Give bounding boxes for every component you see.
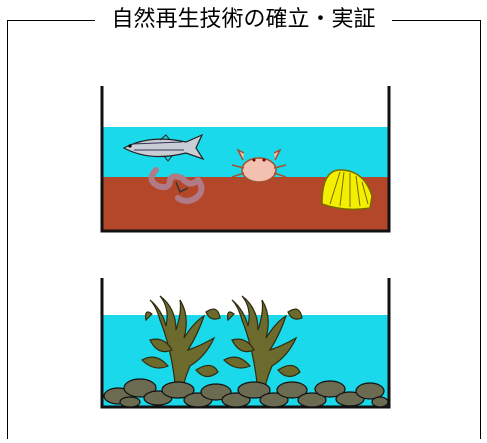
stones — [103, 378, 389, 408]
seaweed-icon — [141, 295, 221, 393]
tank-outline-lower — [100, 278, 391, 409]
fish-icon — [122, 133, 205, 162]
diagram-title: 自然再生技術の確立・実証 — [95, 7, 392, 32]
seaweed-icon — [223, 295, 303, 393]
tidal-flat-tank — [100, 86, 391, 233]
scallop-icon — [321, 169, 373, 211]
seaweed-bed-tank — [100, 278, 391, 409]
worm-icon — [148, 167, 205, 204]
crab-icon — [231, 148, 287, 187]
tank-outline — [100, 86, 391, 233]
